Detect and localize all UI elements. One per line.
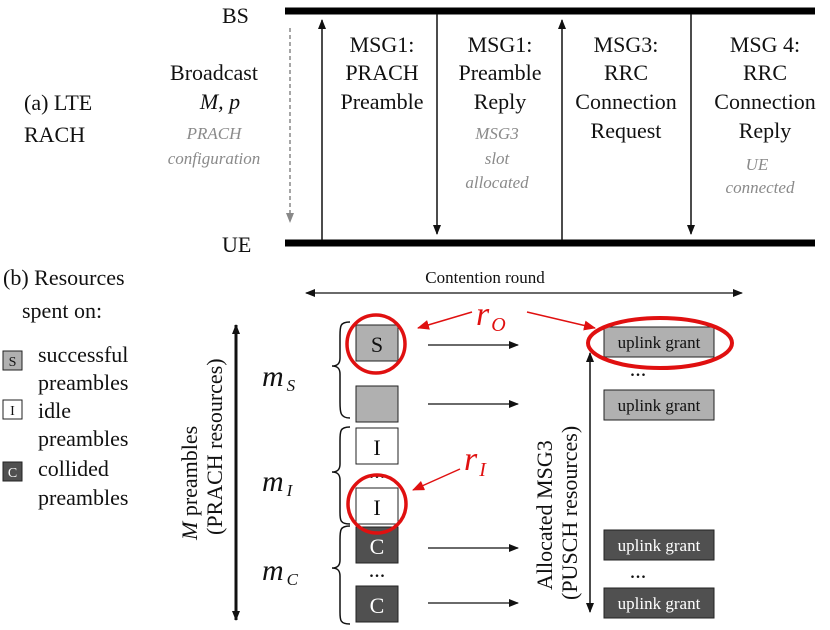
- preamble-box-collided-2: [355, 585, 399, 623]
- highlight-ellipse-grant: [586, 316, 734, 370]
- preamble-box-collided-2-letter: C: [370, 593, 385, 618]
- allocated-msg3-label: Allocated MSG3: [532, 440, 557, 590]
- legend-success-l1: successful: [38, 342, 128, 367]
- broadcast-note-2: configuration: [168, 149, 261, 168]
- uplink-grant-success-1-label: uplink grant: [618, 333, 701, 352]
- msg3-l1: MSG3:: [594, 32, 659, 57]
- dots-idle: ...: [369, 458, 386, 483]
- preamble-box-collided-1-letter: C: [370, 534, 385, 559]
- highlight-circle-success: [345, 313, 407, 375]
- brace-ms: [331, 321, 351, 419]
- dots-grant-collided: ...: [630, 558, 647, 583]
- r-i-arrow: [412, 468, 461, 491]
- uplink-grant-success-1: [603, 326, 715, 358]
- dots-collided: ...: [369, 557, 386, 582]
- preamble-box-success-1: [355, 324, 399, 362]
- uplink-grant-success-2: [603, 389, 715, 421]
- preamble-box-idle-2-letter: I: [373, 495, 380, 520]
- highlight-circle-idle: [346, 473, 408, 535]
- preamble-box-success-2: [355, 385, 399, 423]
- uplink-grant-collided-2: [603, 587, 715, 619]
- legend-collided-swatch: [2, 461, 23, 482]
- msg1-l3: Preamble: [340, 89, 423, 114]
- msg4-l2: RRC: [743, 60, 787, 85]
- contention-round-label: Contention round: [425, 268, 545, 287]
- uplink-grant-collided-2-label: uplink grant: [618, 594, 701, 613]
- preamble-box-idle-2: [355, 487, 399, 525]
- r-o-arrow-right: [526, 311, 596, 331]
- bs-label: BS: [222, 3, 249, 28]
- r-o-arrow-left: [417, 311, 473, 330]
- reply-l2: Preamble: [458, 60, 541, 85]
- legend-idle-l2: preambles: [38, 426, 128, 451]
- msg4-l4: Reply: [739, 118, 792, 143]
- legend-idle-swatch: [2, 399, 23, 420]
- dots-success: ...: [369, 354, 386, 379]
- prach-resources-label: (PRACH resources): [202, 358, 227, 535]
- uplink-grant-collided-1-label: uplink grant: [618, 536, 701, 555]
- legend-success-l2: preambles: [38, 370, 128, 395]
- uplink-grant-success-2-label: uplink grant: [618, 396, 701, 415]
- legend-collided-l2: preambles: [38, 485, 128, 510]
- part-b-label-2: spent on:: [22, 298, 102, 323]
- msg1-l1: MSG1:: [350, 32, 415, 57]
- preamble-box-idle-1-letter: I: [373, 435, 380, 460]
- brace-mi: [331, 426, 351, 525]
- pusch-resources-label: (PUSCH resources): [557, 426, 582, 600]
- legend-collided-l1: collided: [38, 456, 109, 481]
- msg1-l2: PRACH: [345, 60, 418, 85]
- legend-idle-l1: idle: [38, 398, 71, 423]
- msg3-l4: Request: [591, 118, 662, 143]
- legend-success-swatch: [2, 350, 23, 371]
- msg4-note-2: connected: [726, 178, 795, 197]
- broadcast-params: M, p: [199, 89, 240, 114]
- legend-idle-letter: I: [10, 404, 15, 419]
- preamble-box-idle-1: [355, 427, 399, 465]
- broadcast-note-1: PRACH: [186, 124, 243, 143]
- msg4-l1: MSG 4:: [730, 32, 800, 57]
- msg4-note-1: UE: [746, 155, 769, 174]
- part-a-label-2: RACH: [24, 122, 85, 147]
- reply-note-3: allocated: [465, 173, 529, 192]
- preamble-box-success-1-letter: S: [371, 332, 383, 357]
- uplink-grant-collided-1: [603, 529, 715, 561]
- reply-note-1: MSG3: [474, 124, 518, 143]
- m-preambles-label: M preambles: [177, 426, 202, 541]
- brace-mc: [331, 525, 351, 625]
- broadcast-title: Broadcast: [170, 60, 258, 85]
- ue-label: UE: [222, 232, 251, 257]
- msg3-l3: Connection: [575, 89, 676, 114]
- msg3-l2: RRC: [604, 60, 648, 85]
- reply-note-2: slot: [485, 149, 511, 168]
- msg4-l3: Connection: [714, 89, 815, 114]
- legend-collided-letter: C: [8, 466, 17, 481]
- reply-l1: MSG1:: [468, 32, 533, 57]
- part-b-label-1: (b) Resources: [3, 265, 125, 290]
- legend-success-letter: S: [9, 355, 17, 370]
- part-a-label-1: (a) LTE: [24, 90, 92, 115]
- reply-l3: Reply: [474, 89, 527, 114]
